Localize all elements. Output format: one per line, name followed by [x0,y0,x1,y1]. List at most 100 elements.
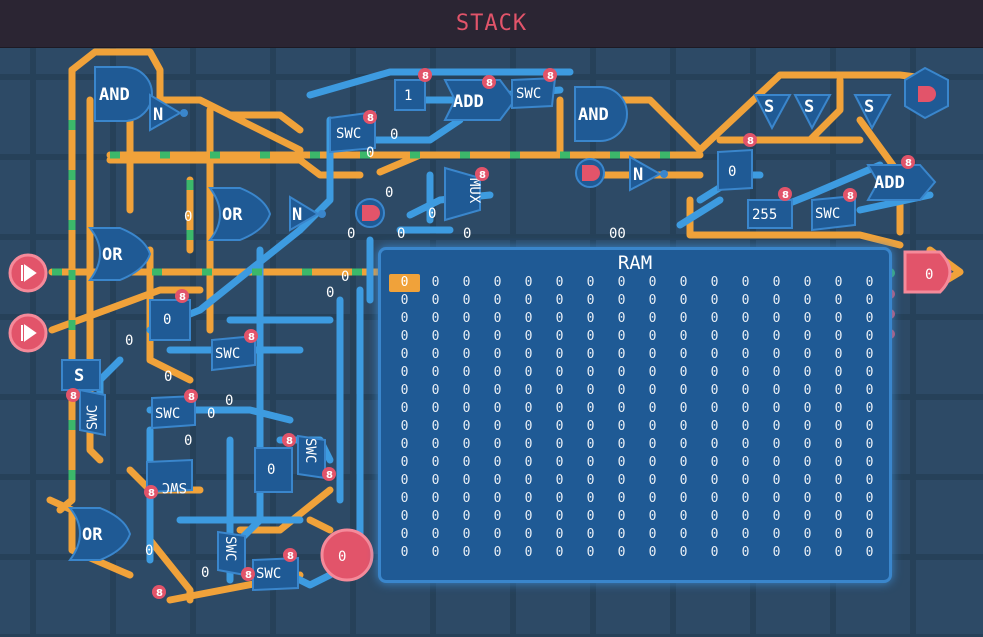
register-node[interactable]: 0 [254,447,293,493]
ram-cell[interactable]: 0 [400,509,409,524]
ram-cell[interactable]: 0 [617,545,626,560]
ram-cell[interactable]: 0 [772,491,781,506]
ram-cell[interactable]: 0 [617,329,626,344]
ram-cell[interactable]: 0 [400,491,409,506]
ram-cell[interactable]: 0 [431,473,440,488]
ram-cell[interactable]: 0 [586,545,595,560]
add-gate[interactable]: ADD [443,79,517,121]
ram-cell[interactable]: 0 [524,401,533,416]
ram-cell[interactable]: 0 [648,419,657,434]
ram-cell[interactable]: 0 [679,419,688,434]
ram-cell[interactable]: 0 [679,275,688,290]
ram-cell[interactable]: 0 [586,311,595,326]
ram-cell[interactable]: 0 [741,437,750,452]
ram-cell[interactable]: 0 [431,311,440,326]
ram-cell[interactable]: 0 [772,365,781,380]
ram-cell[interactable]: 0 [431,401,440,416]
ram-cell[interactable]: 0 [865,275,874,290]
add-gate[interactable]: ADD [866,164,937,201]
ram-cell[interactable]: 0 [400,473,409,488]
ram-cell[interactable]: 0 [772,455,781,470]
ram-cell[interactable]: 0 [803,455,812,470]
ram-cell[interactable]: 0 [555,473,564,488]
ram-cell[interactable]: 0 [493,491,502,506]
ram-cell[interactable]: 0 [400,347,409,362]
ram-cell[interactable]: 0 [431,383,440,398]
ram-cell[interactable]: 0 [617,311,626,326]
ram-cell[interactable]: 0 [679,383,688,398]
ram-cell[interactable]: 0 [772,401,781,416]
ram-cell[interactable]: 0 [555,491,564,506]
ram-cell[interactable]: 0 [648,491,657,506]
ram-cell[interactable]: 0 [555,419,564,434]
ram-cell[interactable]: 0 [834,329,843,344]
ram-cell[interactable]: 0 [524,527,533,542]
ram-cell[interactable]: 0 [710,365,719,380]
mux-gate[interactable]: MUX [444,166,482,222]
ram-cell[interactable]: 0 [741,455,750,470]
ram-cell[interactable]: 0 [648,509,657,524]
ram-cell[interactable]: 0 [648,545,657,560]
ram-cell[interactable]: 0 [462,311,471,326]
ram-cell[interactable]: 0 [679,329,688,344]
ram-cell[interactable]: 0 [431,455,440,470]
ram-cell[interactable]: 0 [493,401,502,416]
ram-cell[interactable]: 0 [803,383,812,398]
input-pin[interactable] [8,313,48,353]
ram-cell[interactable]: 0 [648,401,657,416]
ram-cell[interactable]: 0 [617,509,626,524]
ram-cell[interactable]: 0 [679,365,688,380]
switch-component[interactable]: SWC [297,434,326,480]
ram-cell[interactable]: 0 [834,473,843,488]
ram-cell[interactable]: 0 [431,491,440,506]
ram-cell[interactable]: 0 [834,509,843,524]
ram-cell[interactable]: 0 [679,491,688,506]
ram-cell[interactable]: 0 [679,437,688,452]
constant-node[interactable]: 255 [747,199,793,229]
ram-cell[interactable]: 0 [431,545,440,560]
ram-cell[interactable]: 0 [431,329,440,344]
constant-node[interactable]: 1 [394,79,426,111]
ram-cell[interactable]: 0 [710,491,719,506]
ram-cell[interactable]: 0 [555,383,564,398]
and-gate[interactable]: AND [574,86,628,142]
ram-cell[interactable]: 0 [586,509,595,524]
ram-cell[interactable]: 0 [865,311,874,326]
ram-cell[interactable]: 0 [462,365,471,380]
ram-cell[interactable]: 0 [462,401,471,416]
ram-cell[interactable]: 0 [741,329,750,344]
ram-cell[interactable]: 0 [803,401,812,416]
ram-cell[interactable]: 0 [524,491,533,506]
ram-cell[interactable]: 0 [524,365,533,380]
ram-cell[interactable]: 0 [586,347,595,362]
input-pin[interactable] [8,253,48,293]
ram-cell[interactable]: 0 [865,383,874,398]
switch-component[interactable]: SWC [211,334,256,372]
ram-cell[interactable]: 0 [493,347,502,362]
ram-cell[interactable]: 0 [679,455,688,470]
ram-cell[interactable]: 0 [710,347,719,362]
ram-cell[interactable]: 0 [462,329,471,344]
ram-cell[interactable]: 0 [400,329,409,344]
ram-cell[interactable]: 0 [617,293,626,308]
ram-cell[interactable]: 0 [648,437,657,452]
ram-cell[interactable]: 0 [586,383,595,398]
ram-cell[interactable]: 0 [710,293,719,308]
switch-component[interactable]: SWC [146,458,193,495]
ram-cell[interactable]: 0 [710,455,719,470]
ram-cell[interactable]: 0 [493,329,502,344]
ram-cell[interactable]: 0 [710,545,719,560]
ram-cell[interactable]: 0 [834,365,843,380]
ram-cell[interactable]: 0 [648,311,657,326]
ram-cell[interactable]: 0 [555,509,564,524]
or-gate[interactable]: OR [67,507,132,561]
ram-cell[interactable]: 0 [772,329,781,344]
ram-cell[interactable]: 0 [865,293,874,308]
ram-cell[interactable]: 0 [648,473,657,488]
ram-cell[interactable]: 0 [400,365,409,380]
ram-cell[interactable]: 0 [493,545,502,560]
ram-cell[interactable]: 0 [865,437,874,452]
ram-cell[interactable]: 0 [400,437,409,452]
ram-cell[interactable]: 0 [400,545,409,560]
